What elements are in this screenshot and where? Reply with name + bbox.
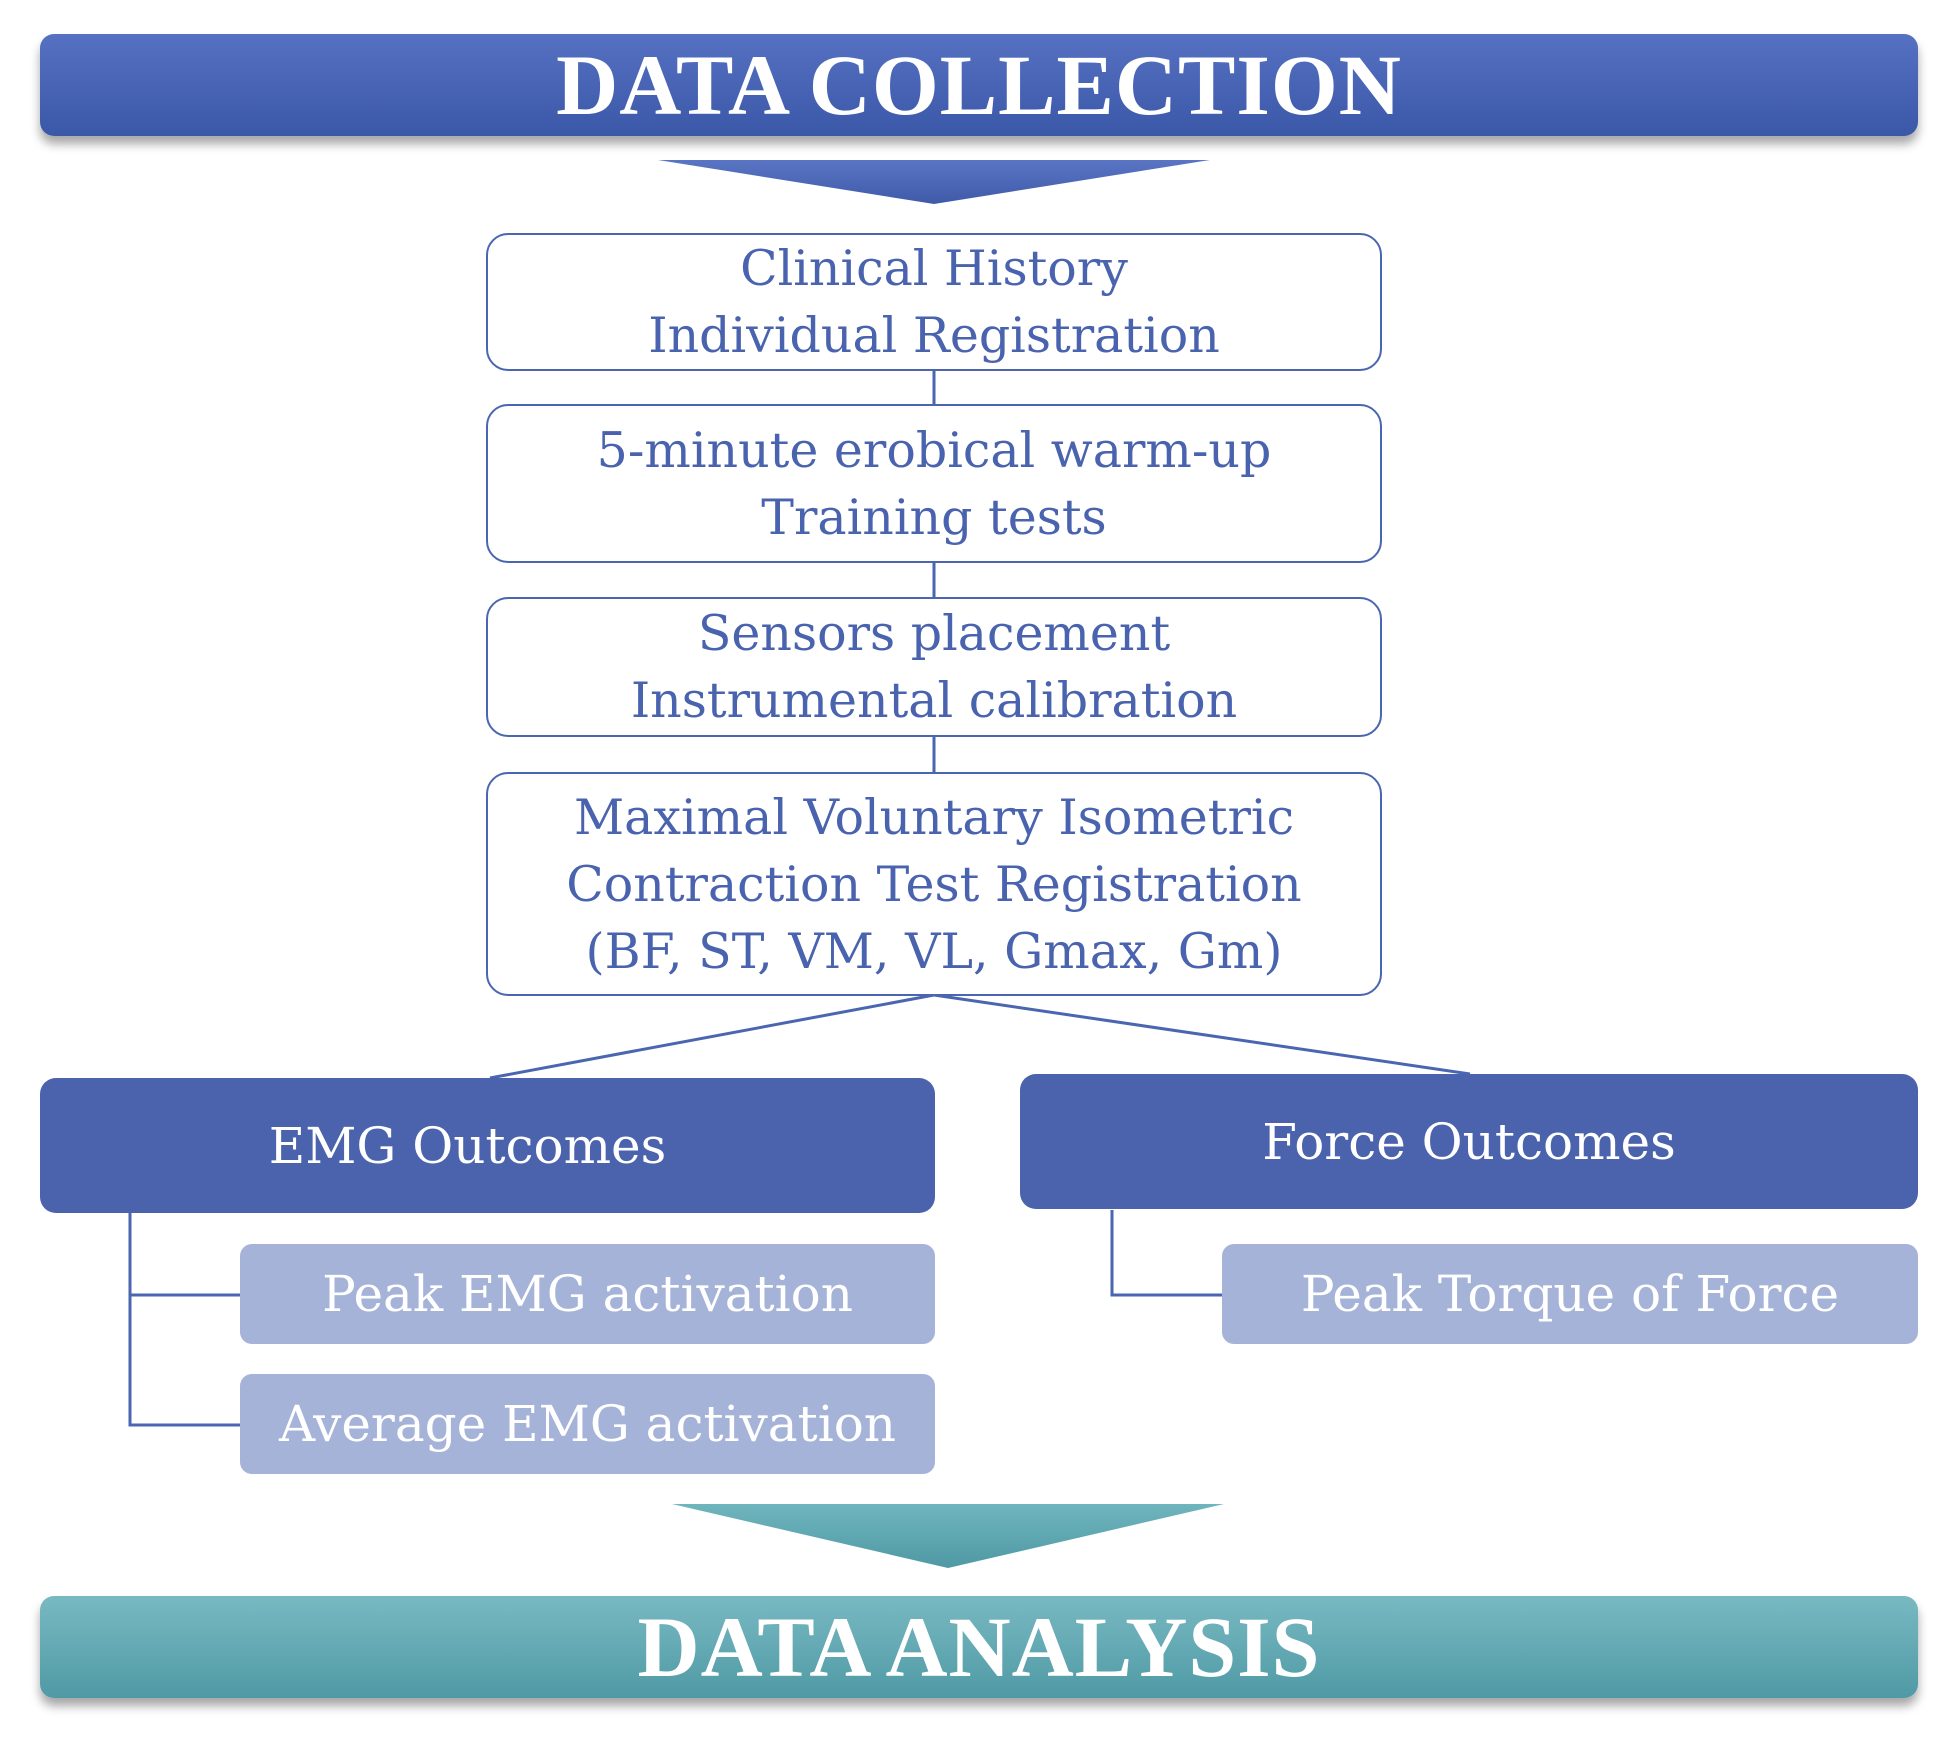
step-3-line-1: Sensors placement [697,605,1171,662]
data-analysis-title: DATA ANALYSIS [637,1599,1321,1695]
step-3-line-2: Instrumental calibration [630,672,1238,729]
data-collection-banner: DATA COLLECTION [40,34,1918,136]
emg-outcomes-box: EMG Outcomes [40,1078,935,1213]
data-collection-title: DATA COLLECTION [556,37,1402,133]
step-mvic-test: Maximal Voluntary Isometric Contraction … [486,772,1382,996]
force-outcomes-box: Force Outcomes [1020,1074,1918,1209]
down-arrow-top [658,160,1210,204]
average-emg-activation-box: Average EMG activation [240,1374,935,1474]
connector-emg-items [128,1213,242,1427]
peak-torque-label: Peak Torque of Force [1300,1265,1840,1323]
step-clinical-history: Clinical History Individual Registration [486,233,1382,371]
data-analysis-banner: DATA ANALYSIS [40,1596,1918,1698]
down-arrow-bottom [672,1504,1224,1568]
connector-branch-emg [489,993,935,1080]
average-emg-activation-label: Average EMG activation [279,1395,896,1453]
step-4-line-1: Maximal Voluntary Isometric [573,788,1295,846]
force-outcomes-title: Force Outcomes [1262,1112,1676,1171]
step-1-line-1: Clinical History [740,240,1128,297]
step-1-line-2: Individual Registration [648,307,1220,364]
step-sensors-placement: Sensors placement Instrumental calibrati… [486,597,1382,737]
peak-torque-box: Peak Torque of Force [1222,1244,1918,1344]
step-4-line-2: Contraction Test Registration [566,855,1302,913]
step-2-line-2: Training tests [761,488,1107,546]
peak-emg-activation-label: Peak EMG activation [322,1265,853,1323]
step-2-line-1: 5-minute erobical warm-up [596,421,1272,479]
peak-emg-activation-box: Peak EMG activation [240,1244,935,1344]
step-warm-up: 5-minute erobical warm-up Training tests [486,404,1382,563]
emg-outcomes-title: EMG Outcomes [268,1116,667,1175]
step-4-line-3: (BF, ST, VM, VL, Gmax, Gm) [585,922,1283,980]
connector-force-items [1110,1210,1224,1297]
connector-branch-force [933,993,1471,1076]
